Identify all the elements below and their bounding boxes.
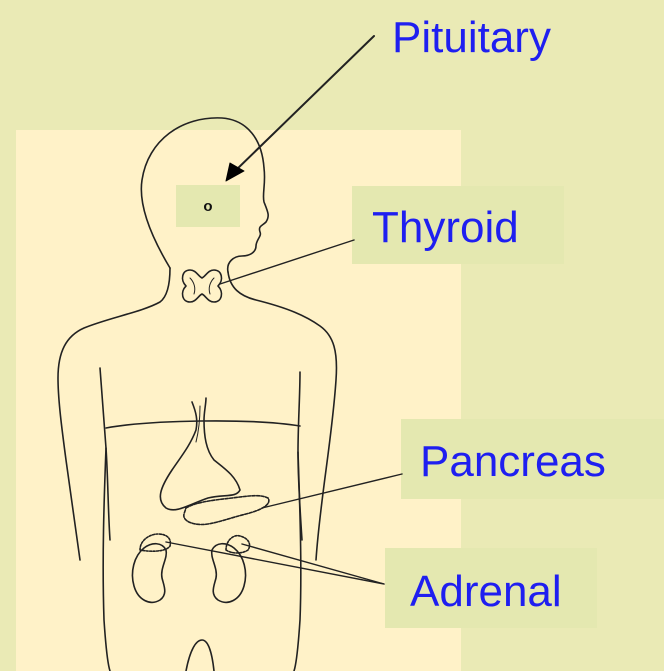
waist-line xyxy=(106,421,300,428)
adrenal-leader-line-right xyxy=(242,544,384,584)
thyroid-label: Thyroid xyxy=(372,206,519,250)
pancreas-leader-line xyxy=(262,474,402,508)
adrenal-leader-line-left xyxy=(166,542,384,584)
legs-hint xyxy=(186,640,214,671)
thyroid-gland xyxy=(183,270,222,302)
left-kidney xyxy=(132,544,166,603)
left-hip xyxy=(103,448,110,671)
pancreas-label: Pancreas xyxy=(420,440,606,484)
right-body-outline xyxy=(228,272,336,560)
pancreas xyxy=(184,496,269,525)
right-adrenal xyxy=(226,536,250,553)
pituitary-marker: o xyxy=(203,198,212,215)
pituitary-marker-box: o xyxy=(176,185,240,227)
thyroid-leader-line xyxy=(220,240,354,284)
adrenal-label: Adrenal xyxy=(410,570,562,614)
pituitary-arrow-line xyxy=(234,36,374,172)
pituitary-label: Pituitary xyxy=(392,16,551,60)
right-hip xyxy=(294,452,301,671)
left-body-outline xyxy=(58,268,170,560)
